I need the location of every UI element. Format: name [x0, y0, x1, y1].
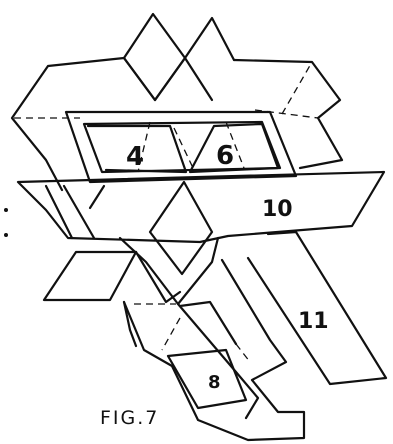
- band-10-center-diamond: [150, 182, 212, 274]
- figure-caption: FIG.7: [100, 407, 159, 429]
- top-center-valley: [155, 58, 212, 100]
- upper-band-fold-diag: [282, 62, 312, 114]
- top-diamonds: [124, 14, 234, 100]
- lower-left-connector: [120, 238, 218, 304]
- band-10-left-cells: [46, 186, 104, 238]
- label-piece-8: 8: [208, 372, 221, 393]
- band-10-outline: [18, 172, 384, 242]
- strip-11: [248, 232, 386, 384]
- lower-left-diamond-1: [44, 252, 136, 300]
- strip-11-outline: [248, 232, 386, 384]
- label-piece-10: 10: [262, 197, 293, 222]
- margin-marks: [4, 208, 8, 237]
- piece-8-shape: [168, 350, 246, 408]
- top-left-diamond: [124, 14, 185, 100]
- lower-strip-fold-c: [236, 344, 250, 362]
- top-right-peak: [185, 18, 234, 60]
- label-piece-11: 11: [298, 309, 329, 334]
- margin-dot-1: [4, 208, 8, 212]
- center-frame-inner: [84, 122, 280, 172]
- center-frame: [66, 112, 296, 182]
- lower-strip-fold-b: [162, 318, 180, 350]
- label-piece-4: 4: [126, 142, 144, 172]
- lower-left-diamonds: [44, 238, 218, 304]
- margin-dot-2: [4, 233, 8, 237]
- label-piece-6: 6: [216, 141, 234, 171]
- band-10: [18, 172, 384, 274]
